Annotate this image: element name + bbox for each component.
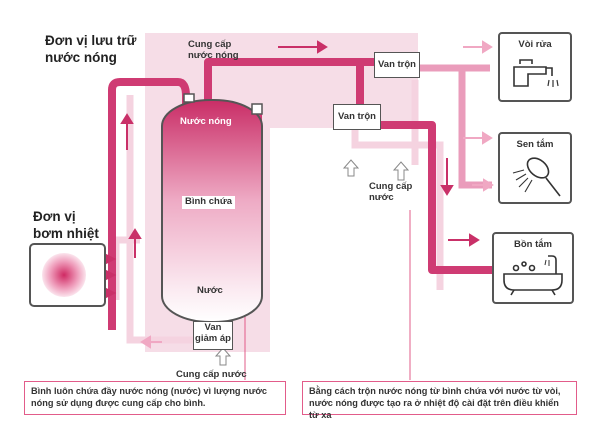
- pressure-valve-line2: giảm áp: [195, 332, 231, 344]
- bathtub-icon: [503, 255, 563, 296]
- storage-unit-title-line2: nước nóng: [45, 50, 117, 65]
- tank-explanation-note: Bình luôn chứa đầy nước nóng (nước) vì l…: [24, 381, 286, 415]
- pressure-reducing-valve: Van giảm áp: [193, 321, 233, 350]
- bathtub-label: Bồn tắm: [514, 239, 552, 250]
- mixing-valve-top: Van trộn: [374, 52, 420, 78]
- flow-arrows-light: [140, 40, 494, 349]
- faucet-label: Vòi rửa: [518, 39, 552, 50]
- heat-pump-fan: [42, 253, 86, 297]
- mixing-explanation-note: Bằng cách trộn nước nóng từ bình chứa vớ…: [302, 381, 577, 420]
- heat-pump-title-line2: bơm nhiệt: [33, 226, 99, 241]
- shower-fixture: Sen tắm: [498, 132, 572, 204]
- heat-pump-title-line1: Đơn vị: [33, 209, 76, 224]
- water-supply-right-line2: nước: [369, 192, 394, 203]
- faucet-icon: [513, 59, 559, 87]
- tank-stubs: [183, 93, 263, 115]
- tank-hot-water-label: Nước nóng: [180, 116, 232, 127]
- tank-label: Bình chứa: [182, 196, 235, 209]
- shower-head-icon: [512, 157, 561, 197]
- storage-unit-title-line1: Đơn vị lưu trữ: [45, 33, 137, 48]
- shower-label: Sen tắm: [516, 139, 554, 150]
- hot-supply-label-line2: nước nóng: [188, 50, 239, 61]
- tank-water-label: Nước: [197, 285, 223, 296]
- water-supply-bottom-label: Cung cấp nước: [176, 369, 247, 380]
- water-supply-right-line1: Cung cấp: [369, 181, 413, 192]
- pressure-valve-line1: Van: [204, 322, 222, 333]
- hot-supply-label-line1: Cung cấp: [188, 39, 232, 50]
- mixing-valve-middle: Van trộn: [333, 104, 381, 130]
- supply-arrows: [214, 159, 410, 366]
- bathtub-fixture: Bồn tắm: [492, 232, 574, 304]
- faucet-fixture: Vòi rửa: [498, 32, 572, 102]
